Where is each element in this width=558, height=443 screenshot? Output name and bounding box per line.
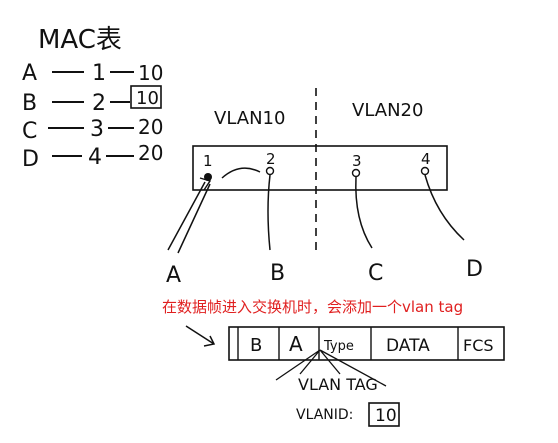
mac-row-host: C (22, 119, 37, 144)
tag-pointer (275, 349, 387, 387)
mac-row-host: A (22, 61, 37, 86)
mac-table-title: MAC表 (38, 25, 122, 55)
port-label: 4 (421, 150, 431, 168)
vlan-tag-label: VLAN TAG (298, 375, 378, 394)
port-label: 2 (266, 150, 276, 168)
annotation-text: 在数据帧进入交换机时，会添加一个vlan tag (162, 298, 463, 316)
mac-row-host: D (22, 147, 39, 172)
mac-row-vlan: 20 (138, 141, 163, 165)
cable-a (177, 183, 211, 254)
port-dot (351, 168, 361, 178)
frame-field: B (250, 335, 262, 356)
host-label: B (270, 261, 285, 286)
host-label: C (368, 261, 383, 286)
arrow-head (199, 177, 212, 191)
mac-row-highlight-box (130, 85, 162, 109)
mac-row-port: 1 (92, 61, 106, 86)
port-label: 3 (352, 152, 362, 170)
port-dot (204, 173, 212, 181)
mac-row-vlan: 20 (138, 115, 163, 139)
mac-table-row: C 3 20 (22, 115, 163, 144)
mac-row-vlan: 10 (138, 61, 163, 85)
mac-row-port: 2 (92, 91, 106, 116)
vlan-id-value: 10 (375, 406, 397, 426)
mac-table-row: A 1 10 (22, 61, 163, 86)
host-label: D (466, 257, 483, 282)
port-dot (420, 166, 430, 176)
frame-field: DATA (386, 336, 430, 356)
host-label: A (166, 263, 181, 288)
cable-c (355, 176, 373, 249)
frame-arrow-head (203, 335, 216, 347)
switch-body (192, 145, 448, 191)
cable-a (167, 181, 206, 251)
vlan-left-label: VLAN10 (214, 108, 285, 129)
cable-b (267, 174, 271, 251)
mac-row-host: B (22, 91, 37, 116)
mac-row-vlan: 10 (136, 88, 159, 109)
forward-arrow (221, 167, 261, 179)
vlan-right-label: VLAN20 (352, 100, 423, 121)
port-label: 1 (203, 152, 213, 170)
mac-row-port: 3 (90, 117, 104, 142)
mac-table-row: B 2 10 (22, 85, 162, 116)
frame-field: A (289, 332, 303, 356)
vlan-id-label: VLANID: (296, 407, 353, 423)
frame-field: FCS (463, 336, 494, 355)
frame-field: Type (323, 339, 354, 354)
port-dot (265, 166, 275, 176)
mac-table-row: D 4 20 (22, 141, 163, 172)
frame-box (228, 326, 505, 361)
vlan-id-box (368, 402, 400, 427)
cable-d (424, 174, 465, 241)
frame-arrow (185, 325, 215, 345)
mac-row-port: 4 (88, 145, 102, 170)
